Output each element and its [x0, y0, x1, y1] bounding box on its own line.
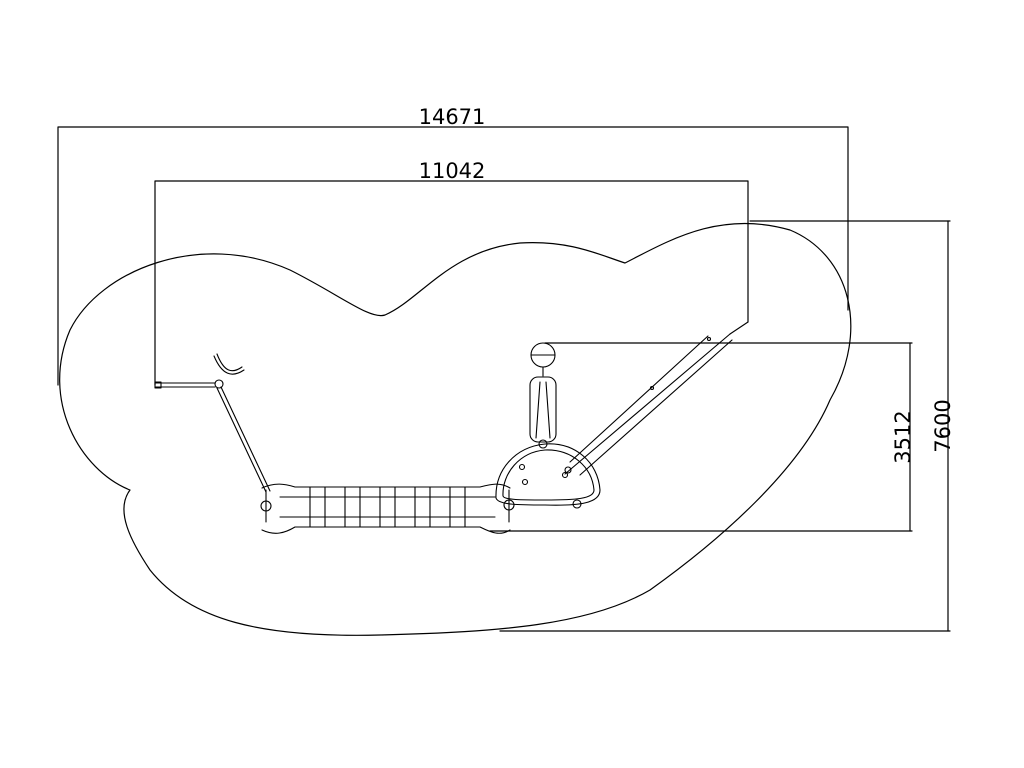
left-diagonal-rope — [216, 386, 271, 493]
dimension-equipment-length-label: 11042 — [419, 159, 486, 183]
dome-platform — [495, 439, 601, 509]
dimension-overall-length-label: 14671 — [419, 105, 486, 129]
dimension-equipment-length: 11042 — [154, 159, 749, 386]
dimension-equipment-width-label: 3512 — [891, 410, 915, 463]
dimension-overall-length: 14671 — [57, 105, 849, 386]
dimension-overall-width-label: 7600 — [931, 399, 955, 452]
dimension-overall-width: 7600 — [499, 220, 955, 632]
horizontal-ladder — [260, 483, 515, 534]
vertical-post — [529, 342, 557, 443]
safety-zone-outline — [59, 222, 852, 636]
dimension-equipment-width: 3512 — [489, 342, 915, 532]
left-anchor-post — [154, 353, 245, 389]
diagonal-rail — [564, 321, 749, 476]
